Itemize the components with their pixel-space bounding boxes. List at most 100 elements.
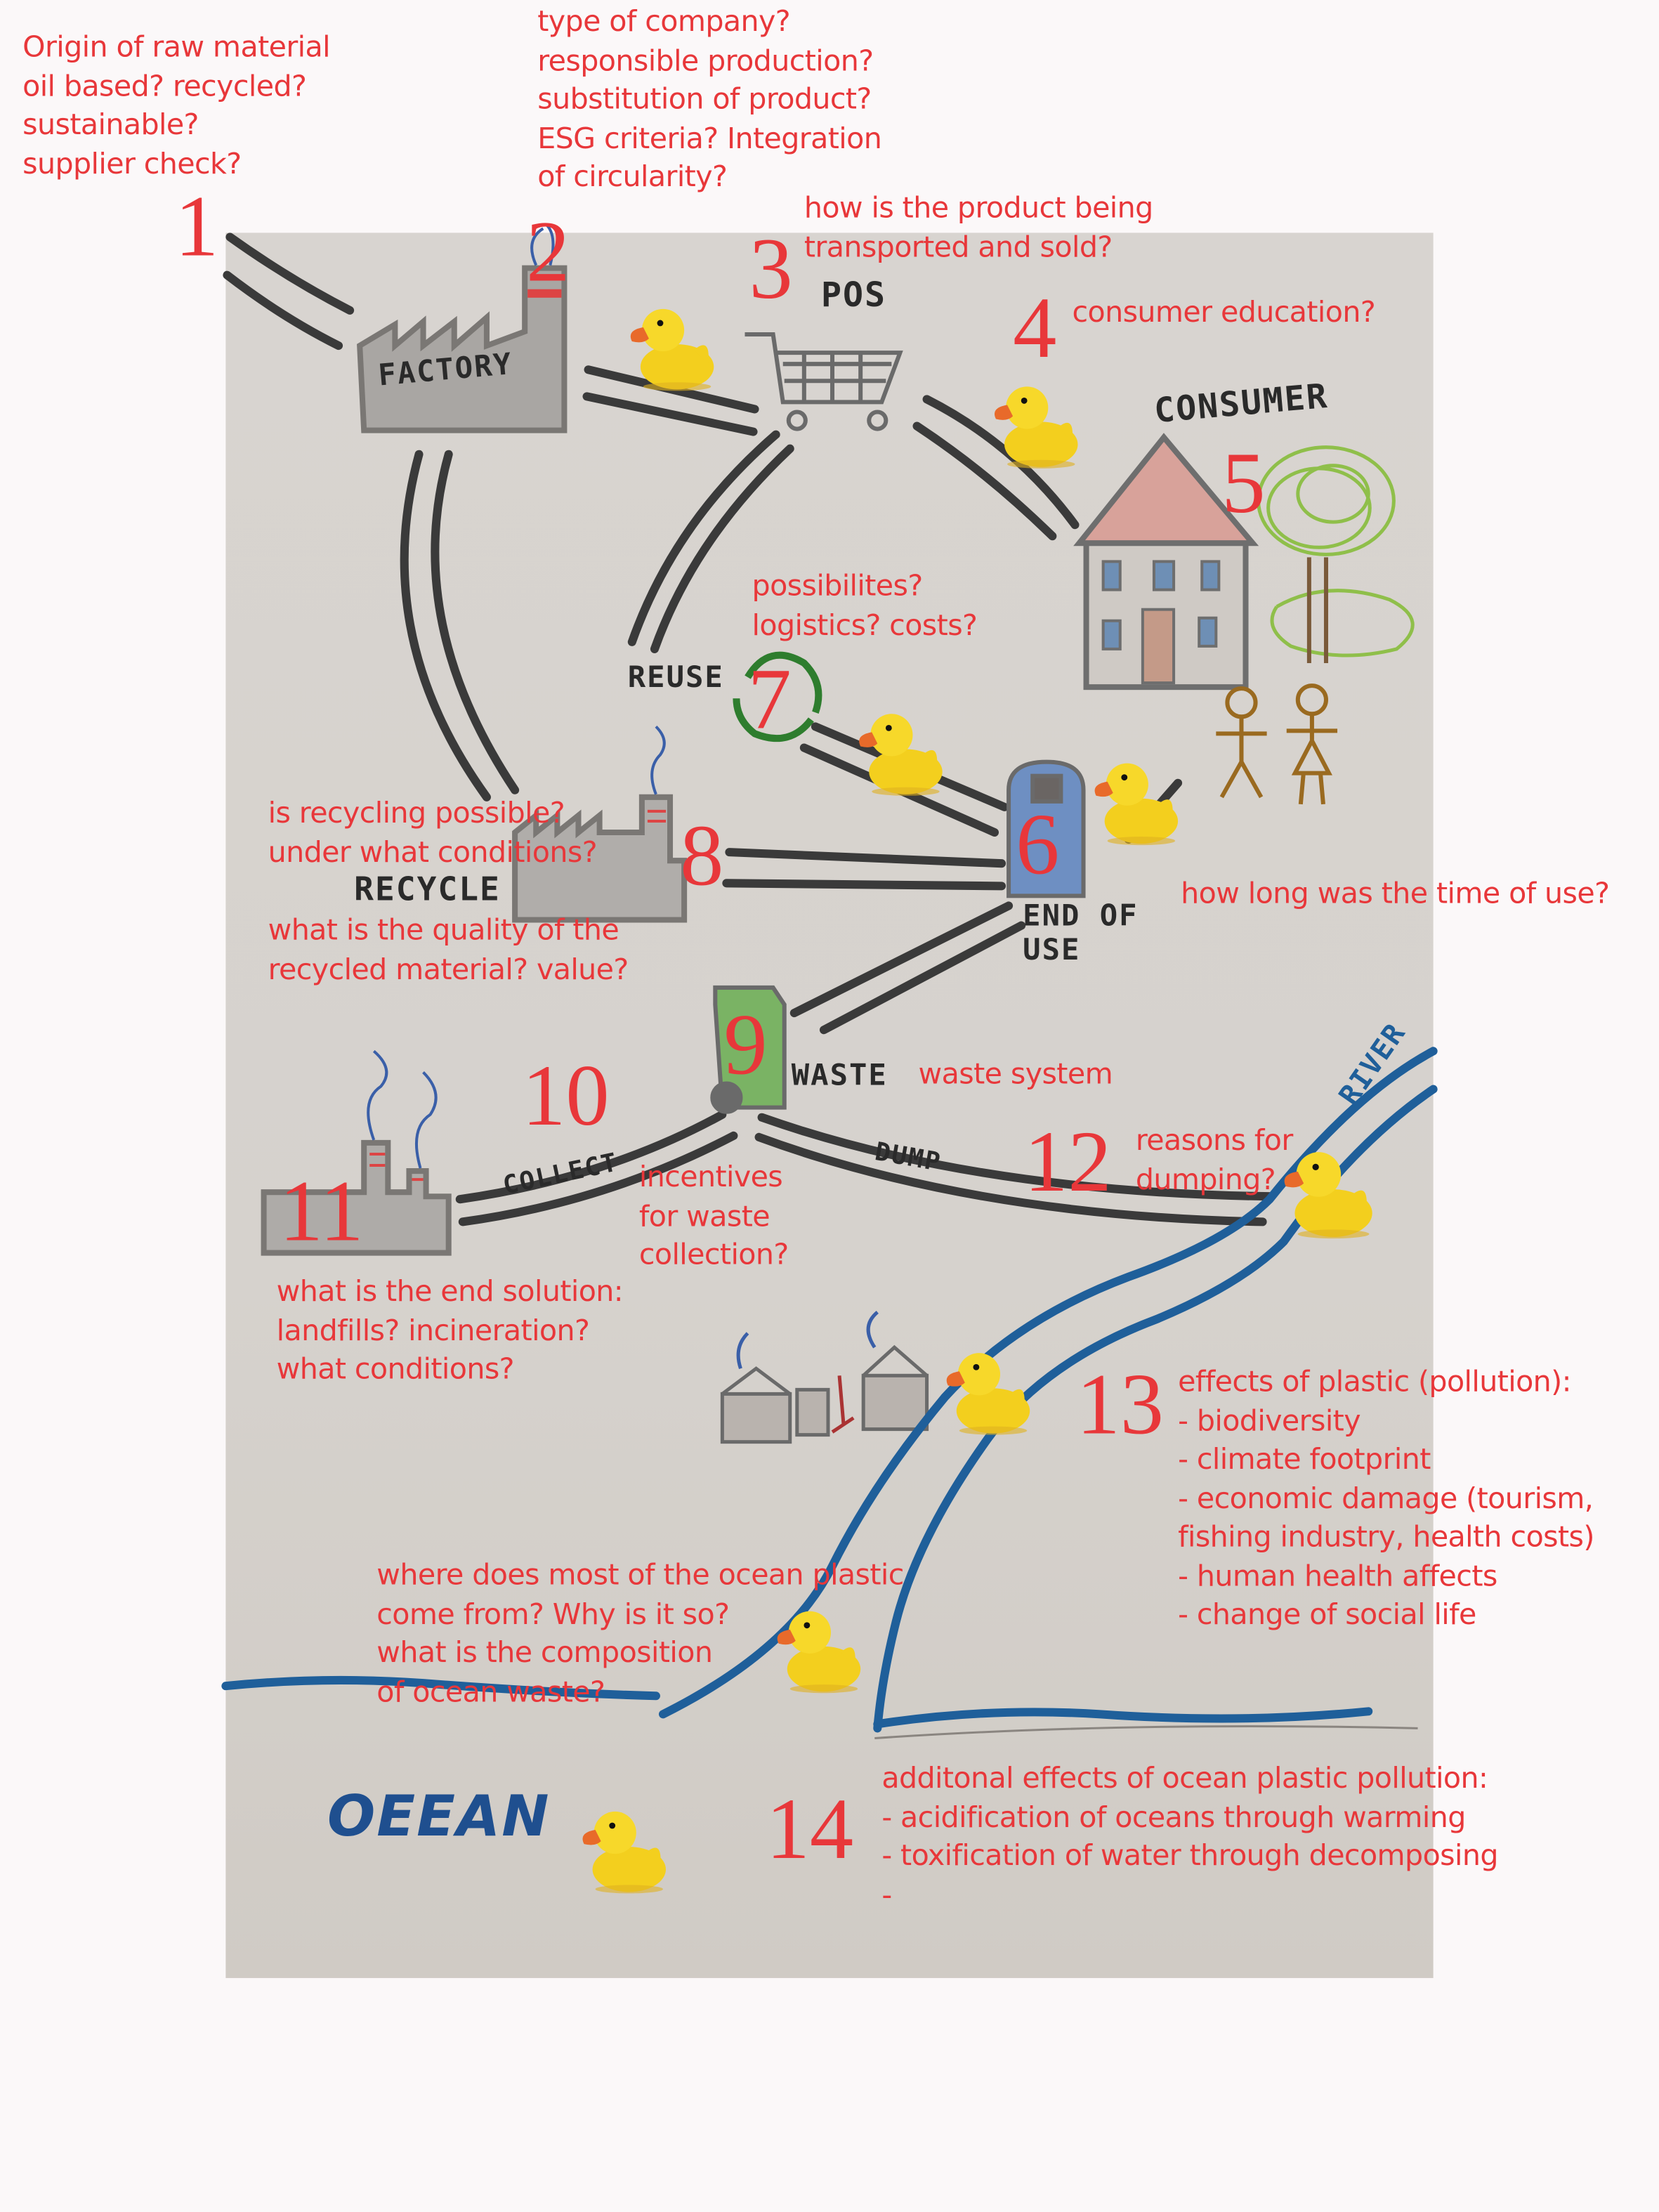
question-line: come from? Why is it so? <box>376 1596 730 1630</box>
end-of-use-line: USE <box>1023 932 1081 967</box>
question-line: what is the composition <box>376 1635 713 1670</box>
rubber-duck-icon <box>946 1353 1030 1435</box>
road-recycle-end <box>722 848 1006 891</box>
pencil-shoreline <box>874 1725 1418 1739</box>
step-10-questions: incentives for waste collection? <box>639 1158 789 1275</box>
step-4-questions: consumer education? <box>1072 294 1375 332</box>
ocean-shore-east <box>873 1707 1373 1729</box>
question-line: of circularity? <box>537 159 728 194</box>
effect-line: additonal effects of ocean plastic pollu… <box>881 1760 1488 1795</box>
step-number-11: 11 <box>279 1164 364 1260</box>
question-line: possibilites? <box>752 568 924 603</box>
step-3-questions: how is the product being transported and… <box>804 189 1153 266</box>
recycle-plant-drawing <box>512 725 688 923</box>
cart-drawing <box>745 332 903 431</box>
question-line: Origin of raw material <box>22 30 330 64</box>
question-line: what is the end solution: <box>276 1274 624 1308</box>
step-number-5: 5 <box>1221 436 1266 532</box>
end-of-use-line: END OF <box>1023 898 1139 933</box>
question-line: how is the product being <box>804 190 1153 225</box>
ocean-label: OEEAN <box>327 1784 551 1850</box>
step-8-questions-quality: what is the quality of the recycled mate… <box>268 911 629 988</box>
step-number-7: 7 <box>747 651 792 748</box>
tree-drawing <box>1257 445 1415 663</box>
question-line: what conditions? <box>276 1352 515 1386</box>
factory-smoke <box>530 225 555 266</box>
people-drawing <box>1216 683 1338 805</box>
step-2-questions: type of company? responsible production?… <box>537 3 882 197</box>
question-line: where does most of the ocean plastic <box>376 1557 904 1592</box>
effect-line: fishing industry, health costs) <box>1178 1519 1594 1554</box>
question-line: dumping? <box>1135 1161 1276 1196</box>
step-number-14: 14 <box>766 1781 854 1878</box>
effect-line: - economic damage (tourism, <box>1178 1480 1594 1515</box>
question-line: of ocean waste? <box>376 1674 605 1708</box>
waste-label: WASTE <box>791 1058 888 1092</box>
waste-container-drawing <box>710 985 787 1114</box>
road-end-waste <box>789 901 1026 1035</box>
step-number-8: 8 <box>680 808 724 905</box>
incinerator-drawing <box>261 1049 452 1256</box>
trash-bin-drawing <box>1006 759 1086 898</box>
rubber-duck-icon <box>1094 763 1179 846</box>
effect-line: - <box>881 1877 892 1911</box>
question-line: recycled material? value? <box>268 951 629 986</box>
question-line: oil based? recycled? <box>22 68 307 103</box>
road-collect <box>455 1110 738 1226</box>
step-9-questions: waste system <box>919 1055 1113 1094</box>
road-raw-material <box>223 233 355 351</box>
step-number-13: 13 <box>1076 1357 1165 1453</box>
step-number-12: 12 <box>1024 1114 1112 1211</box>
question-line: transported and sold? <box>804 229 1113 263</box>
question-line: under what conditions? <box>268 835 598 869</box>
question-line: reasons for <box>1135 1123 1293 1157</box>
effect-line: - biodiversity <box>1178 1403 1360 1437</box>
question-line: sustainable? <box>22 107 199 141</box>
rubber-duck-icon <box>859 714 943 796</box>
reuse-label: REUSE <box>627 660 724 695</box>
question-line: ESG criteria? Integration <box>537 120 882 155</box>
step-number-10: 10 <box>522 1048 610 1144</box>
step-number-2: 2 <box>526 204 570 301</box>
recycle-label: RECYCLE <box>354 872 501 909</box>
step-14-effects: additonal effects of ocean plastic pollu… <box>881 1760 1498 1915</box>
question-line: incentives <box>638 1159 783 1194</box>
step-7-questions: possibilites? logistics? costs? <box>752 567 978 644</box>
step-number-1: 1 <box>175 179 219 275</box>
river-bank-west <box>658 1047 1438 1719</box>
step-11-questions: what is the end solution: landfills? inc… <box>276 1273 624 1389</box>
road-factory-recycle <box>400 450 520 801</box>
effect-line: - toxification of water through decompos… <box>881 1838 1498 1873</box>
effect-line: - change of social life <box>1178 1597 1476 1631</box>
step-13-effects: effects of plastic (pollution): - biodiv… <box>1178 1363 1594 1635</box>
house-drawing <box>1073 433 1259 691</box>
question-line: landfills? incineration? <box>276 1312 590 1347</box>
question-line: what is the quality of the <box>268 912 619 947</box>
step-number-3: 3 <box>749 221 793 318</box>
village-drawing <box>720 1310 929 1444</box>
step-12-questions: reasons for dumping? <box>1136 1122 1293 1199</box>
step-number-4: 4 <box>1013 280 1057 377</box>
question-line: is recycling possible? <box>268 795 565 830</box>
question-line: type of company? <box>537 4 791 39</box>
step-number-6: 6 <box>1016 797 1060 894</box>
rubber-duck-icon <box>1284 1152 1372 1239</box>
effect-line: - human health affects <box>1178 1558 1497 1592</box>
effect-line: effects of plastic (pollution): <box>1178 1364 1571 1399</box>
rubber-duck-icon <box>994 386 1078 469</box>
step-number-9: 9 <box>723 997 768 1094</box>
rubber-duck-icon <box>582 1811 667 1894</box>
pos-label: POS <box>820 275 887 315</box>
question-line: how long was the time of use? <box>1181 876 1610 910</box>
question-line: collection? <box>638 1237 789 1271</box>
step-8-questions-possible: is recycling possible? under what condit… <box>268 794 598 872</box>
step-1-questions: Origin of raw material oil based? recycl… <box>22 28 330 183</box>
rubber-duck-icon <box>630 308 714 391</box>
question-line: for waste <box>638 1198 771 1233</box>
question-line: supplier check? <box>22 145 242 181</box>
step-6-questions: how long was the time of use? <box>1181 875 1610 913</box>
effect-line: - acidification of oceans through warmin… <box>881 1799 1466 1834</box>
end-of-use-label: END OF USE <box>1023 898 1138 966</box>
